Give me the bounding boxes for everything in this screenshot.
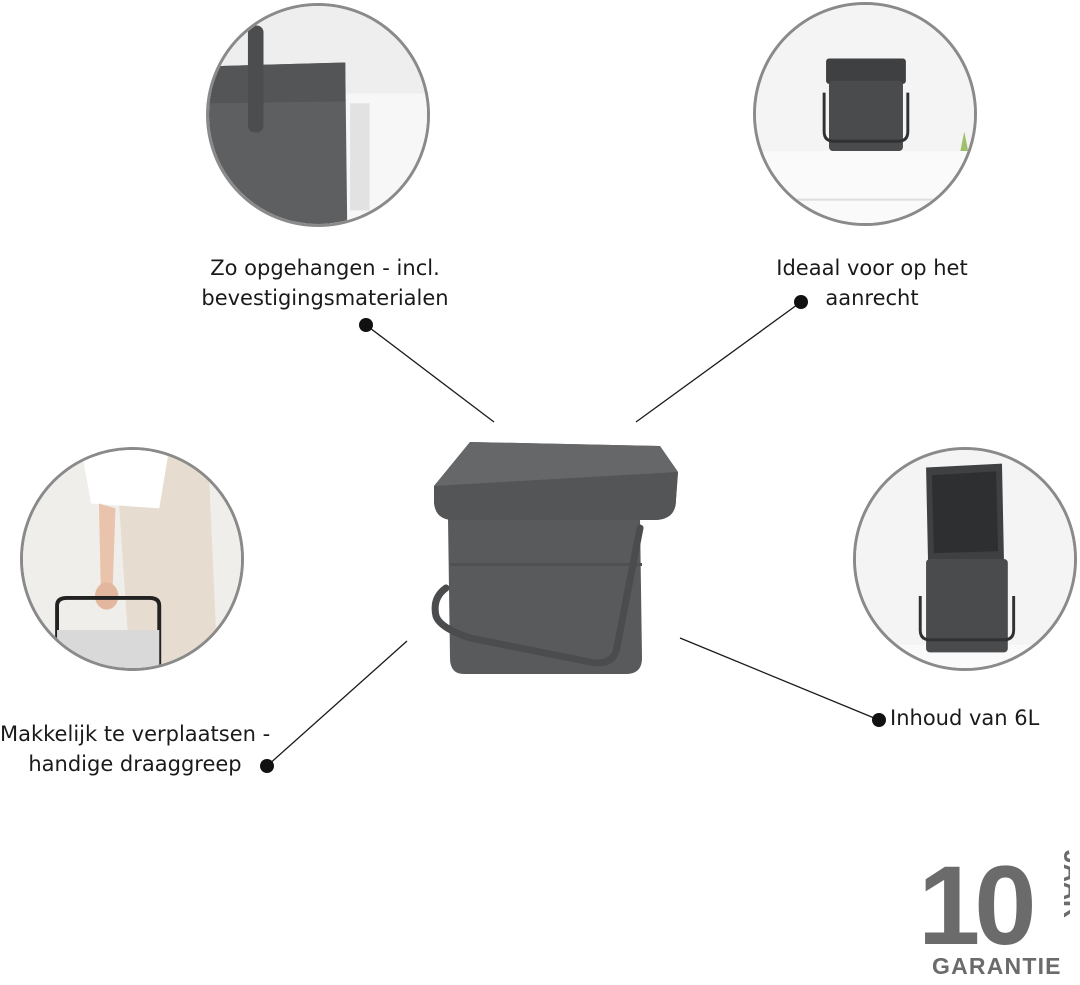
connector-dot — [260, 759, 274, 773]
wall-mount-photo — [206, 3, 430, 227]
capacity-label: Inhoud van 6L — [890, 706, 1040, 730]
connector-dot — [359, 318, 373, 332]
countertop-label: Ideaal voor op het aanrecht — [776, 256, 968, 310]
warranty-unit: JAAR — [1058, 850, 1070, 918]
countertop-photo — [753, 2, 977, 226]
carry-photo — [20, 447, 244, 671]
warranty-badge: 10 JAAR GARANTIE — [918, 846, 1070, 978]
warranty-number: 10 — [918, 846, 1032, 968]
connector-dot — [794, 295, 808, 309]
warranty-label: GARANTIE — [932, 953, 1062, 978]
carry-label: Makkelijk te verplaatsen - handige draag… — [0, 722, 271, 776]
capacity-photo — [853, 447, 1077, 671]
product-bin — [431, 442, 678, 674]
connector-dot — [872, 713, 886, 727]
wall-mount-label: Zo opgehangen - incl. bevestigingsmateri… — [201, 256, 449, 310]
